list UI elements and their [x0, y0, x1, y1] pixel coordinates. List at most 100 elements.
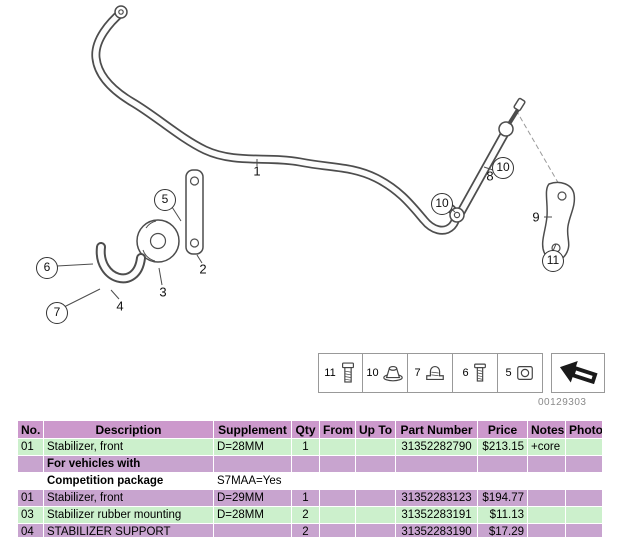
bolt-icon: [341, 362, 354, 383]
legend-number: 10: [366, 367, 379, 379]
callout-3: 3: [159, 284, 167, 300]
cell-notes: +core: [527, 438, 566, 456]
col-photo: Photo: [565, 420, 603, 439]
cell-up-to: [355, 455, 396, 473]
cell-part-number[interactable]: 31352283191: [395, 506, 478, 524]
cell-supplement: D=28MM: [213, 506, 292, 524]
cell-notes: [527, 506, 566, 524]
cell-supplement: [213, 523, 292, 537]
direction-arrow-icon: [551, 353, 605, 393]
legend-item-5: 5: [498, 353, 543, 393]
table-header-row: No. Description Supplement Qty From Up T…: [17, 420, 603, 439]
cell-notes: [527, 472, 566, 490]
callout-9: 9: [532, 209, 540, 225]
cell-part-number[interactable]: 31352283190: [395, 523, 478, 537]
stabilizer-bar-drawing: [56, 5, 576, 308]
cell-description: STABILIZER SUPPORT: [43, 523, 214, 537]
col-up-to: Up To: [355, 420, 396, 439]
cell-notes: [527, 489, 566, 507]
cell-up-to: [355, 438, 396, 456]
grommet-icon: [425, 366, 444, 381]
cell-up-to: [355, 489, 396, 507]
parts-table: No. Description Supplement Qty From Up T…: [17, 420, 603, 537]
stabilizer-parts-diagram: 1 2 3 4 5 6 7 8 9 10 10 11 11 10: [36, 5, 605, 408]
cell-qty: 2: [291, 523, 320, 537]
callout-6: 6: [36, 257, 58, 279]
cell-price: $213.15: [477, 438, 528, 456]
table-row: 01 Stabilizer, front D=28MM 1 3135228279…: [17, 438, 603, 456]
legend-item-7: 7: [408, 353, 453, 393]
cell-from: [319, 506, 356, 524]
flange-nut-icon: [382, 365, 403, 382]
diagram-code: 00129303: [538, 397, 587, 408]
cell-price: [477, 455, 528, 473]
callout-10: 10: [431, 193, 453, 215]
cell-qty: 1: [291, 438, 320, 456]
cell-description: Stabilizer, front: [43, 489, 214, 507]
legend-item-10: 10: [363, 353, 408, 393]
table-row: 03 Stabilizer rubber mounting D=28MM 2 3…: [17, 506, 603, 524]
cell-photo: [565, 472, 603, 490]
cell-from: [319, 523, 356, 537]
cell-from: [319, 455, 356, 473]
callout-10: 10: [492, 157, 514, 179]
cell-photo: [565, 489, 603, 507]
callout-11: 11: [542, 250, 564, 272]
hardware-legend: 11 10 7: [318, 353, 605, 393]
cell-no: [17, 472, 44, 490]
screw-icon: [473, 363, 486, 382]
cell-part-number[interactable]: 31352283123: [395, 489, 478, 507]
cell-qty: 2: [291, 506, 320, 524]
table-row: For vehicles with: [17, 455, 603, 473]
col-notes: Notes: [527, 420, 566, 439]
cell-up-to: [355, 523, 396, 537]
table-row: 01 Stabilizer, front D=29MM 1 3135228312…: [17, 489, 603, 507]
cell-description: For vehicles with: [43, 455, 214, 473]
col-price: Price: [477, 420, 528, 439]
cell-qty: 1: [291, 489, 320, 507]
col-part-number: Part Number: [395, 420, 478, 439]
col-from: From: [319, 420, 356, 439]
cell-up-to: [355, 472, 396, 490]
cell-price: $11.13: [477, 506, 528, 524]
col-no: No.: [17, 420, 44, 439]
cell-notes: [527, 523, 566, 537]
legend-number: 6: [462, 367, 469, 379]
cell-from: [319, 489, 356, 507]
legend-item-11: 11: [318, 353, 363, 393]
cell-photo: [565, 455, 603, 473]
cell-part-number: [395, 472, 478, 490]
legend-item-6: 6: [453, 353, 498, 393]
callout-4: 4: [116, 298, 124, 314]
cell-supplement: S7MAA=Yes: [213, 472, 292, 490]
table-row: Competition package S7MAA=Yes: [17, 472, 603, 490]
cell-supplement: [213, 455, 292, 473]
cell-price: [477, 472, 528, 490]
block-nut-icon: [516, 366, 533, 380]
col-description: Description: [43, 420, 214, 439]
legend-number: 5: [505, 367, 512, 379]
cell-no: 01: [17, 489, 44, 507]
col-supplement: Supplement: [213, 420, 292, 439]
cell-no: 04: [17, 523, 44, 537]
cell-part-number[interactable]: 31352282790: [395, 438, 478, 456]
cell-qty: [291, 455, 320, 473]
cell-photo: [565, 438, 603, 456]
cell-photo: [565, 506, 603, 524]
callout-7: 7: [46, 302, 68, 324]
callout-5: 5: [154, 189, 176, 211]
cell-notes: [527, 455, 566, 473]
legend-number: 11: [324, 367, 336, 379]
cell-from: [319, 472, 356, 490]
cell-no: 03: [17, 506, 44, 524]
cell-description: Stabilizer rubber mounting: [43, 506, 214, 524]
cell-no: 01: [17, 438, 44, 456]
cell-no: [17, 455, 44, 473]
cell-supplement: D=29MM: [213, 489, 292, 507]
col-qty: Qty: [291, 420, 320, 439]
cell-part-number: [395, 455, 478, 473]
callout-8: 8: [486, 168, 494, 184]
cell-price: $194.77: [477, 489, 528, 507]
cell-supplement: D=28MM: [213, 438, 292, 456]
callout-1: 1: [253, 163, 261, 179]
